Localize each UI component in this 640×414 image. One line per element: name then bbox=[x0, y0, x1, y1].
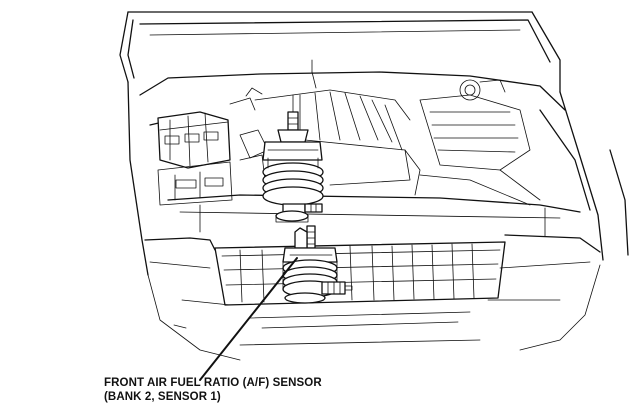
radiator-support bbox=[167, 194, 581, 237]
battery-fuse-box bbox=[157, 87, 263, 206]
sensor-callout-label: FRONT AIR FUEL RATIO (A/F) SENSOR (BANK … bbox=[104, 376, 322, 404]
upper-af-sensor bbox=[262, 94, 324, 223]
grille bbox=[214, 241, 506, 306]
leader-line bbox=[199, 257, 298, 381]
callout-line-2: (BANK 2, SENSOR 1) bbox=[104, 391, 221, 403]
body-outline bbox=[127, 71, 629, 276]
air-cleaner bbox=[419, 79, 541, 206]
callout-line-1: FRONT AIR FUEL RATIO (A/F) SENSOR bbox=[104, 377, 322, 389]
lower-bumper bbox=[173, 311, 481, 346]
front-af-sensor-bank2 bbox=[282, 225, 353, 304]
open-hood bbox=[119, 11, 561, 93]
